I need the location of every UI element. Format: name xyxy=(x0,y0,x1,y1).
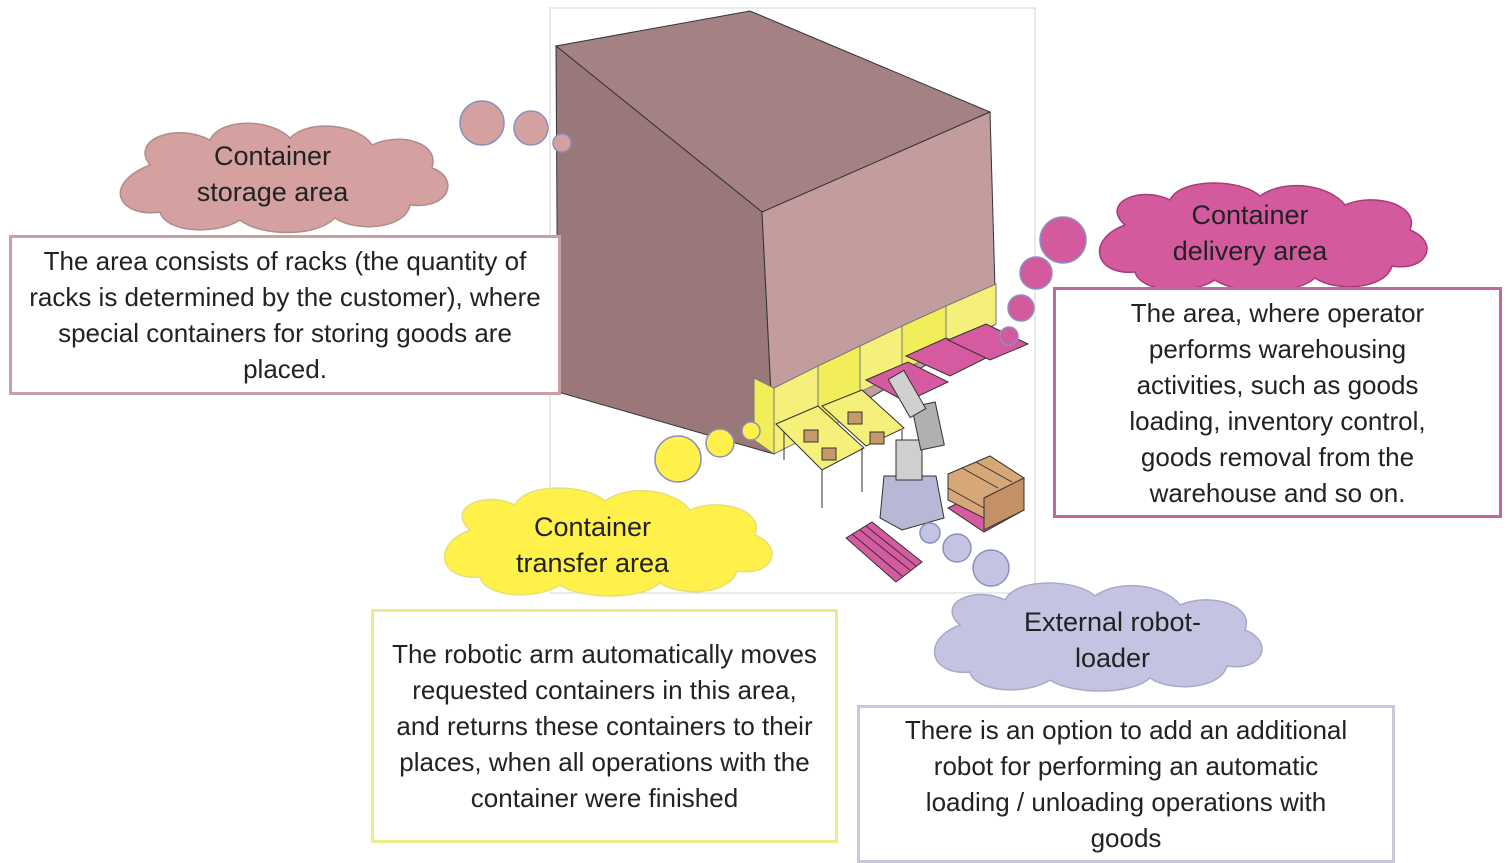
transfer-description-box: The robotic arm automatically moves requ… xyxy=(371,609,838,843)
robot-title-line2: loader xyxy=(1074,643,1151,673)
storage-description: The area consists of racks (the quantity… xyxy=(29,246,541,384)
robot-description: There is an option to add an additional … xyxy=(904,715,1348,853)
delivery-title-line2: delivery area xyxy=(1172,236,1328,266)
robot-cloud xyxy=(933,582,1263,692)
storage-title-line2: storage area xyxy=(196,177,349,207)
robot-description-box: There is an option to add an additional … xyxy=(857,705,1395,863)
transfer-title-line1: Container xyxy=(533,512,652,542)
robot-title-line1: External robot- xyxy=(1023,607,1202,637)
delivery-title-line1: Container xyxy=(1191,200,1309,230)
delivery-description: The area, where operator performs wareho… xyxy=(1129,297,1426,508)
transfer-cloud-label: Container transfer area xyxy=(490,509,695,581)
storage-cloud-label: Container storage area xyxy=(170,138,375,210)
transfer-bubbles xyxy=(654,421,761,483)
delivery-description-box: The area, where operator performs wareho… xyxy=(1053,287,1502,518)
storage-bubbles xyxy=(459,100,572,153)
transfer-description: The robotic arm automatically moves requ… xyxy=(392,639,817,813)
transfer-title-line2: transfer area xyxy=(515,548,670,578)
transfer-cloud xyxy=(443,487,773,597)
robot-cloud-label: External robot- loader xyxy=(990,604,1235,676)
empty-pallet xyxy=(845,521,923,583)
delivery-bubbles xyxy=(999,216,1087,346)
storage-title-line1: Container xyxy=(213,141,332,171)
storage-description-box: The area consists of racks (the quantity… xyxy=(9,235,561,395)
storage-cloud xyxy=(119,122,449,234)
delivery-cloud-label: Container delivery area xyxy=(1145,197,1355,269)
robotic-arm xyxy=(879,369,945,531)
pallet-with-boxes xyxy=(946,455,1026,533)
robot-bubbles xyxy=(919,522,1010,587)
transfer-tables xyxy=(775,389,905,508)
